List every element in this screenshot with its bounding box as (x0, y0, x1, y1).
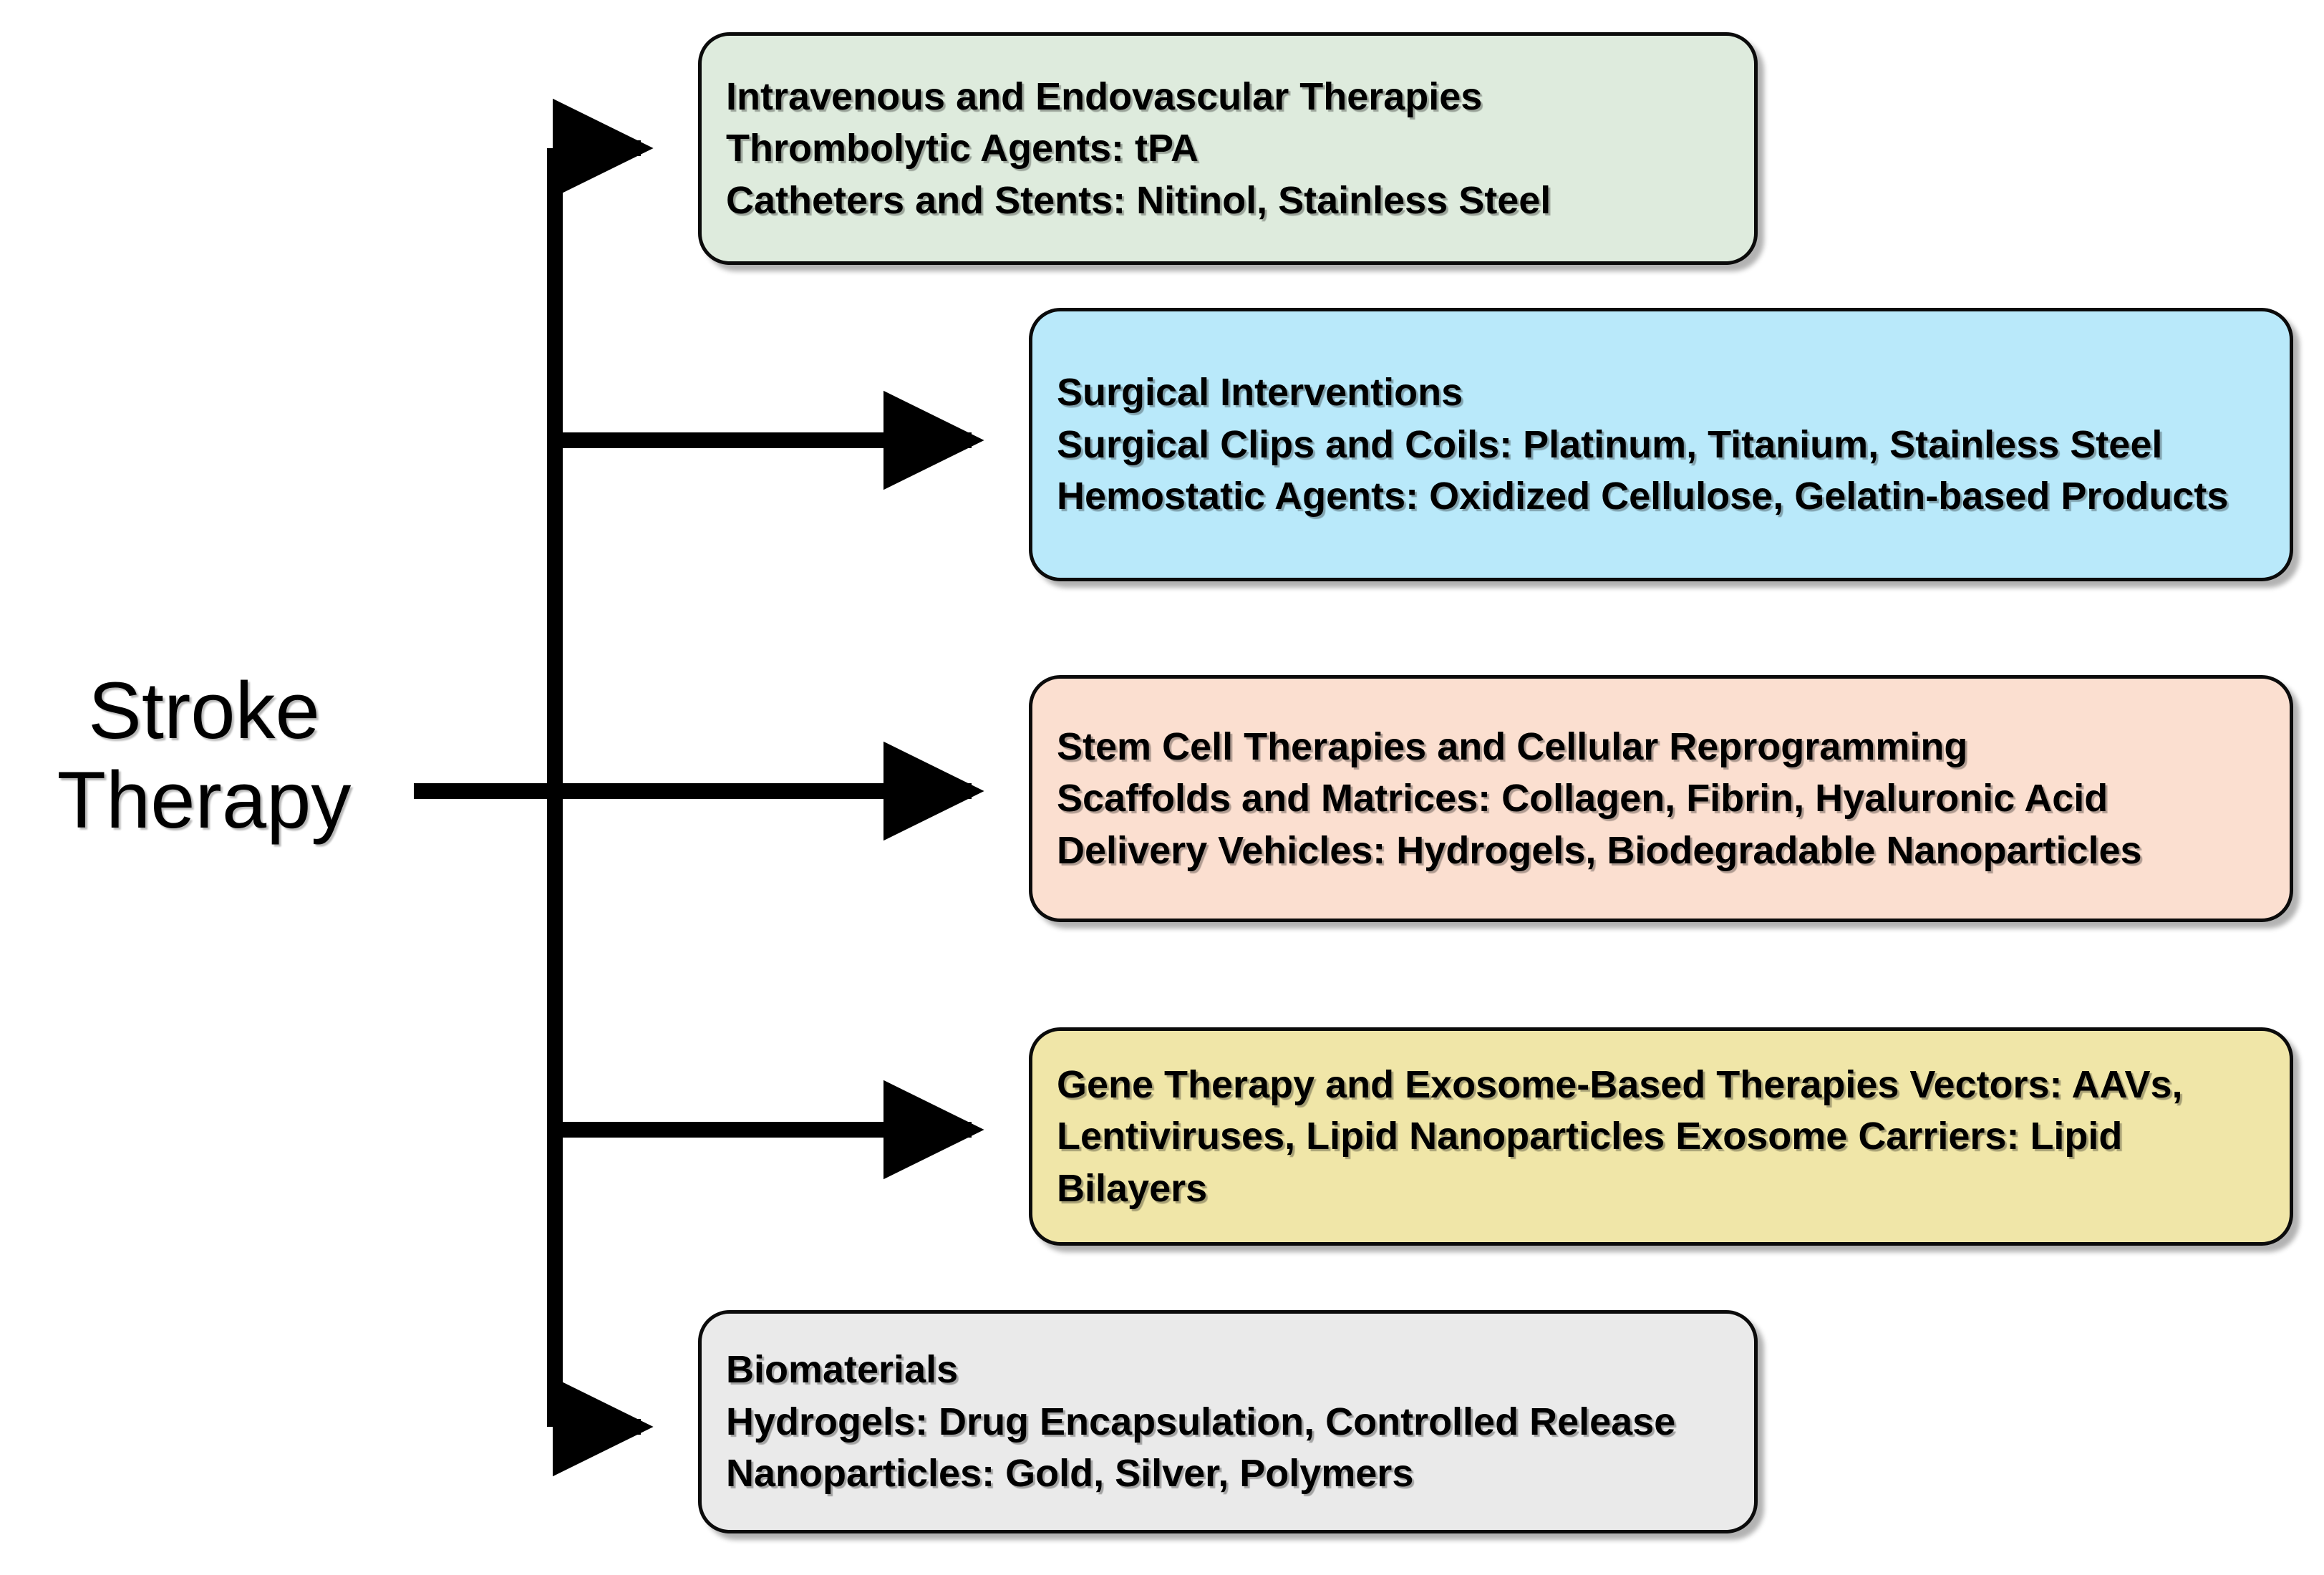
node-text-surgical-interventions: Surgical Interventions Surgical Clips an… (1057, 371, 2229, 518)
node-text-intravenous-endovascular-therapies: Intravenous and Endovascular Therapies T… (726, 74, 1551, 222)
node-box-stem-cell-therapies[interactable]: Stem Cell Therapies and Cellular Reprogr… (1029, 675, 2293, 922)
node-text-stem-cell-therapies: Stem Cell Therapies and Cellular Reprogr… (1057, 724, 2142, 872)
node-box-intravenous-endovascular-therapies[interactable]: Intravenous and Endovascular Therapies T… (698, 32, 1758, 265)
root-node-label: Stroke Therapy (57, 666, 352, 845)
node-text-gene-therapy-exosome-based-therapies: Gene Therapy and Exosome-Based Therapies… (1057, 1062, 2183, 1210)
node-box-gene-therapy-exosome-based-therapies[interactable]: Gene Therapy and Exosome-Based Therapies… (1029, 1027, 2293, 1246)
node-box-biomaterials[interactable]: Biomaterials Hydrogels: Drug Encapsulati… (698, 1310, 1758, 1533)
node-text-biomaterials: Biomaterials Hydrogels: Drug Encapsulati… (726, 1348, 1676, 1496)
node-box-surgical-interventions[interactable]: Surgical Interventions Surgical Clips an… (1029, 308, 2293, 581)
